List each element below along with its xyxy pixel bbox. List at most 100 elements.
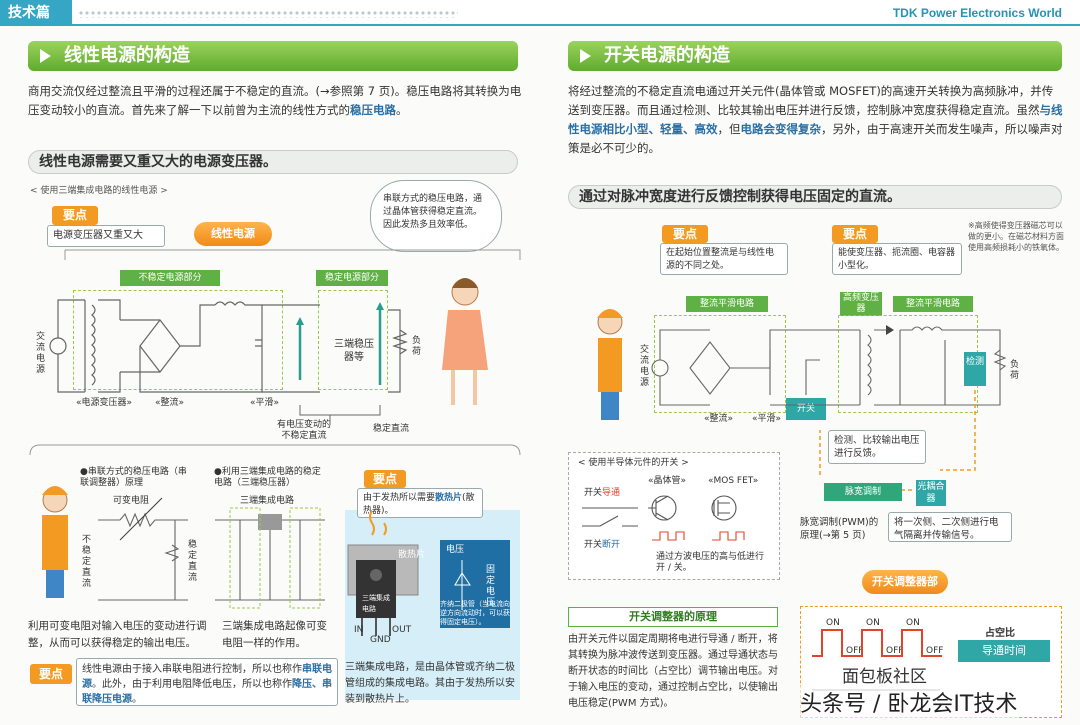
linear-power-label: 线性电源	[194, 222, 272, 246]
left-intro: 商用交流仅经过整流且平滑的过程还属于不稳定的直流。(→参照第 7 页)。稳压电路…	[28, 82, 523, 120]
speech-bubble: 串联方式的稳压电路，通过晶体管获得稳定直流。因此发热多且效率低。	[370, 180, 502, 252]
watermark: 头条号 / 卧龙会IT技术	[800, 686, 1018, 718]
pwm-box: 脉宽调制	[824, 483, 902, 501]
right-intro-highlight: 与线性电源相比小型、轻量、高效	[568, 103, 1063, 136]
key2-text: 由于发热所以需要	[363, 493, 436, 503]
on-time-box: 导通时间	[958, 640, 1050, 662]
switch-off-text: 开关	[584, 540, 603, 550]
switch-on-text: 开关	[584, 488, 603, 498]
rect-smooth-label: 整流平滑电路	[686, 296, 768, 312]
series-circuit-title: ●串联方式的稳压电路（串联调整器）原理	[80, 467, 187, 488]
principle-text: 由开关元件以固定周期将电进行导通 / 断开，将其转换为脉冲波传送到变压器。通过导…	[568, 634, 778, 709]
fixed-voltage-label: 固定电压	[486, 565, 496, 608]
key-tag-r1: 要点	[662, 225, 708, 243]
variable-resistor-label: 可变电阻	[113, 496, 150, 506]
key-tag-3: 要点	[30, 664, 72, 684]
right-note: ※高频使得变压器磁芯可以做的更小。在磁芯材料方面使用高频损耗小的铁氧体。	[968, 221, 1064, 252]
transformer-label: «电源变压器»	[76, 398, 133, 408]
on-label-2: ON	[866, 618, 880, 628]
switch-on-label: 开关导通	[584, 488, 620, 499]
pin-out: OUT	[392, 625, 412, 635]
opto-box: 光耦合器	[916, 480, 946, 506]
key-box-r1: 在起始位置整流是与线性电源的不同之处。	[660, 243, 788, 275]
ic-circuit-title: ●利用三端集成电路的稳定电路（三端稳压器）	[214, 467, 321, 488]
ac-source-label-r: 交流电源	[640, 345, 650, 388]
semi-switch-panel	[568, 452, 780, 580]
right-section-banner: 开关电源的构造	[568, 41, 1062, 71]
key-tag-r2: 要点	[832, 225, 878, 243]
heatsink-label: 散热片	[398, 550, 426, 560]
right-intro-text: 将经过整流的不稳定直流电通过开关元件(晶体管或 MOSFET)的高速开关转换为高…	[568, 84, 1054, 117]
triangle-icon	[580, 49, 591, 63]
hf-transformer-label: 高频变压器	[840, 292, 882, 316]
rectify-label: «整流»	[155, 398, 185, 408]
key3-text-b: 。此外，由于利用电阻降低电压，所以也称作	[92, 679, 292, 690]
watermark-top: 面包板社区	[842, 667, 927, 687]
off-label-1: OFF	[846, 646, 864, 656]
left-section-title: 线性电源的构造	[64, 45, 190, 66]
key-tag: 要点	[52, 206, 98, 225]
left-intro-end: 。	[396, 103, 408, 117]
transistor-label: «晶体管»	[648, 476, 687, 486]
unstable-part-label: 不稳定电源部分	[120, 270, 220, 286]
rectify-label-r: «整流»	[704, 414, 734, 424]
pin-gnd: GND	[370, 635, 391, 645]
rect-smooth-label-2: 整流平滑电路	[893, 296, 973, 312]
duty-label: 占空比	[985, 628, 1015, 639]
smooth-label: «平滑»	[250, 398, 280, 408]
key-box-3: 线性电源由于接入串联电阻进行控制，所以也称作串联电源。此外，由于利用电阻降低电压…	[76, 658, 338, 706]
right-section-title: 开关电源的构造	[604, 45, 730, 66]
switch-box: 开关	[786, 398, 826, 420]
on-label-3: ON	[906, 618, 920, 628]
pwm-desc: 脉宽调制(PWM)的原理(→第 5 页)	[800, 517, 879, 541]
header-dots	[78, 10, 458, 18]
header-rule	[0, 24, 1080, 26]
left-section-banner: 线性电源的构造	[28, 41, 518, 71]
page-header: 技术篇 TDK Power Electronics World	[0, 0, 1080, 26]
ic-desc-2: 三端集成电路，是由晶体管或齐纳二极管组成的集成电路。其由于发热所以安装到散热片上…	[345, 662, 515, 705]
right-subtitle: 通过对脉冲宽度进行反馈控制获得电压固定的直流。	[568, 185, 1062, 209]
semi-desc: 通过方波电压的高与低进行开 / 关。	[656, 552, 765, 573]
voltage-label: 电压	[446, 545, 465, 555]
section-tab: 技术篇	[0, 0, 72, 26]
mosfet-label: «MOS FET»	[708, 476, 759, 486]
triangle-icon	[40, 49, 51, 63]
load-label: 负荷	[412, 336, 422, 357]
rect-region	[654, 315, 786, 413]
zener-note: 齐纳二极管（当电流向逆方向流动时，可以获得固定电压）。	[440, 600, 510, 626]
off-label-3: OFF	[926, 646, 944, 656]
on-label-1: ON	[826, 618, 840, 628]
detect-box: 检测	[964, 352, 986, 386]
switch-off-state: 断开	[602, 540, 621, 550]
key3-highlight-b: 降压、串联降压电源	[82, 679, 332, 705]
ic-chip-label: 三端集成电路	[362, 594, 390, 613]
key-box: 电源变压器又重又大	[47, 225, 165, 247]
right-intro-highlight-2: 电路会变得复杂	[740, 122, 822, 136]
right-intro: 将经过整流的不稳定直流电通过开关元件(晶体管或 MOSFET)的高速开关转换为高…	[568, 82, 1064, 158]
key3-text-a: 线性电源由于接入串联电阻进行控制，所以也称作	[82, 664, 302, 675]
left-caption: < 使用三端集成电路的线性电源 >	[30, 186, 168, 196]
key2-highlight: 散热片	[435, 493, 463, 503]
switch-on-state: 导通	[602, 488, 621, 498]
stable-part-label: 稳定电源部分	[316, 270, 388, 286]
key3-highlight-a: 串联电源	[82, 664, 332, 690]
key-box-2: 由于发热所以需要散热片(散热器)。	[357, 488, 483, 518]
regulator-label: 三端稳压器等	[334, 339, 374, 363]
brand-title: TDK Power Electronics World	[892, 6, 1062, 20]
right-intro-end: ，另外，由于高速开关而发生噪声，所以噪声对策是必不可少的。	[568, 122, 1063, 155]
pin-in: IN	[354, 625, 364, 635]
series-desc: 利用可变电阻对输入电压的变动进行调整，从而可以获得稳定的输出电压。	[28, 620, 207, 649]
key-tag-2: 要点	[364, 470, 406, 488]
regulator-section-label: 开关调整器部	[862, 570, 948, 594]
ic-desc: 三端集成电路起像可变电阻一样的作用。	[222, 620, 327, 649]
principle-title: 开关调整器的原理	[568, 607, 778, 627]
ac-source-label: 交流电源	[36, 332, 46, 375]
feedback-box: 检测、比较输出电压进行反馈。	[828, 430, 926, 464]
stable-dc-label: 稳定直流	[373, 424, 410, 434]
